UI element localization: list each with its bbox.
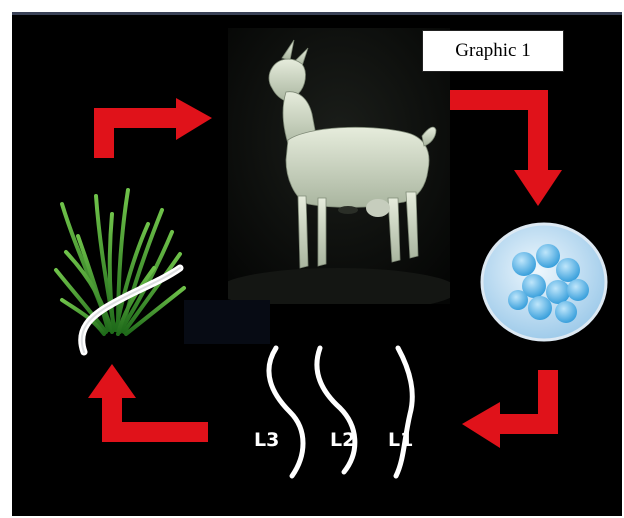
larva-icon	[269, 348, 303, 476]
larva-label-l1: L1	[388, 429, 413, 451]
egg-dish-icon	[482, 224, 606, 340]
cycle-arrow-icon	[450, 100, 562, 206]
cycle-arrow-icon	[462, 370, 548, 448]
larva-label-l3: L3	[254, 429, 279, 451]
cycle-arrow-icon	[88, 364, 208, 432]
grass-blades-icon	[56, 190, 184, 334]
larva-icon	[317, 348, 355, 472]
larva-icon	[396, 348, 412, 476]
graphic-label: Graphic 1	[422, 30, 564, 72]
larva-icon	[82, 268, 180, 352]
cycle-arrow-icon	[104, 98, 212, 158]
larva-label-l2: L2	[330, 429, 355, 451]
